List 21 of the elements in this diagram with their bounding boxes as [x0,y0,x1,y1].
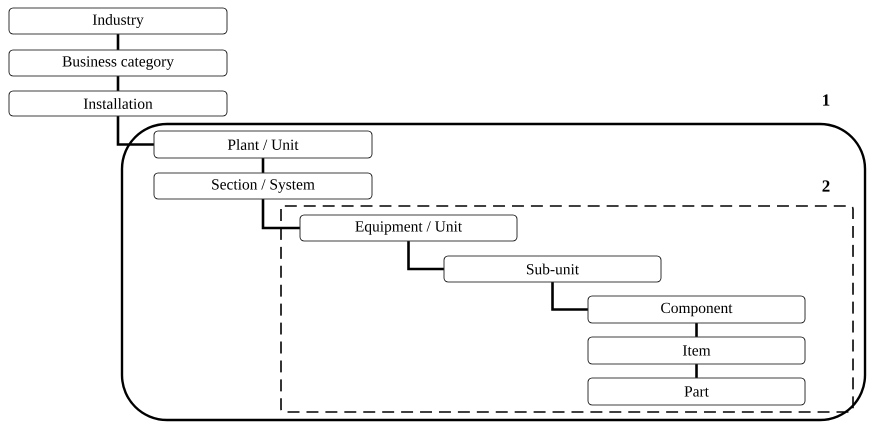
level-box: Component [588,296,806,324]
level-box: Plant / Unit [154,130,372,158]
connector-line [551,282,588,311]
level-box: Item [588,336,806,364]
level-box: Installation [8,90,228,116]
group-number: 2 [822,180,830,192]
level-box: Equipment / Unit [300,214,518,242]
level-box: Business category [8,50,228,76]
connector-line [695,364,698,378]
connector-line [116,34,120,50]
connector-line [262,199,300,230]
connector-line [407,241,444,270]
connector-line [116,116,154,146]
connector-line [695,323,698,337]
level-box: Section / System [154,172,372,200]
connector-line [262,158,264,173]
connector-line [116,76,120,91]
level-box: Part [588,378,806,406]
level-box: Industry [8,8,228,34]
group-number: 1 [823,94,830,106]
level-box: Sub-unit [444,256,662,282]
